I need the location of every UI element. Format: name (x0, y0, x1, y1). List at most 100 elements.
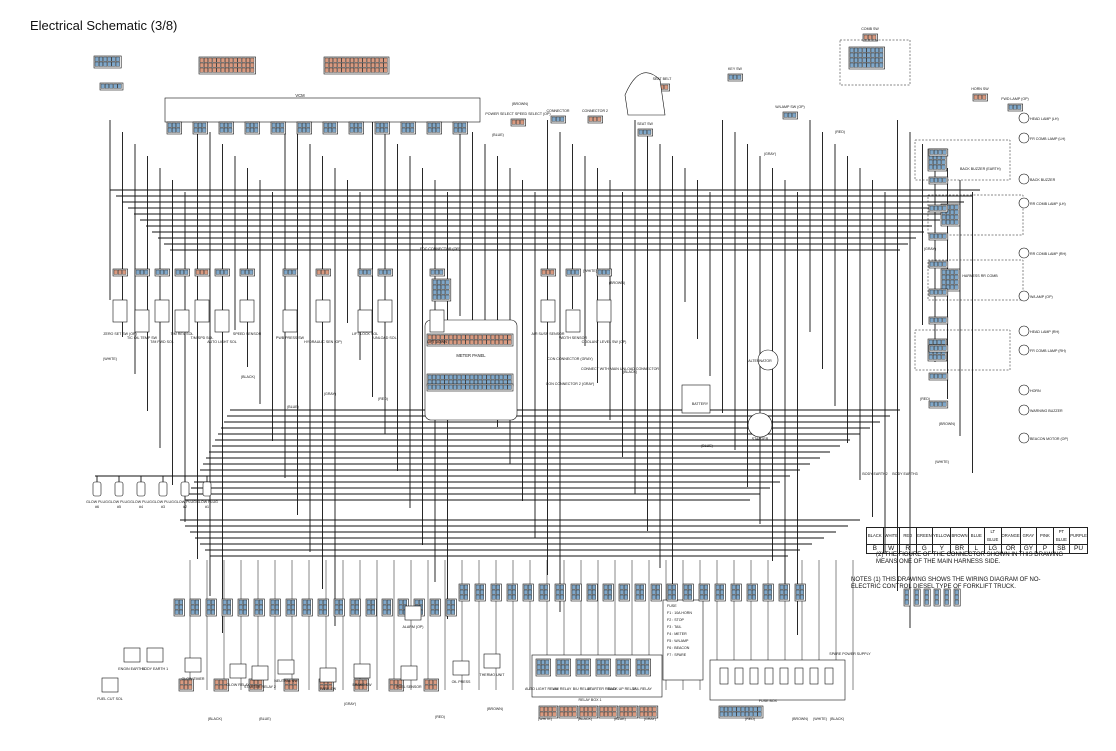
connector-pin (465, 334, 470, 340)
connector-pin (950, 204, 955, 210)
connector-pin (544, 584, 549, 590)
connector-pin (238, 599, 243, 605)
right-device-label: HEAD LAMP (LH) (1030, 117, 1059, 121)
connector-pin (592, 711, 597, 717)
connector-pin (507, 374, 512, 380)
connector-pin (480, 589, 485, 595)
connector-pin (605, 669, 610, 675)
connector-pin (599, 711, 604, 717)
connector-pin (432, 279, 437, 285)
connector-pin (318, 609, 323, 615)
connector-pin (436, 122, 441, 128)
connector-pin (601, 659, 606, 665)
connector-pin (432, 294, 437, 300)
connector-pin (254, 127, 259, 133)
connector-pin (745, 711, 750, 717)
fuse (764, 667, 774, 685)
connector-pin (430, 604, 435, 610)
connector-pin (107, 61, 112, 67)
color-code-cell: BR (950, 544, 969, 554)
connector-pin (289, 684, 294, 690)
connector-pin (499, 334, 504, 340)
connector-pin (379, 67, 384, 73)
connector-pin (276, 122, 281, 128)
connector-pin (242, 604, 247, 610)
connector-pin (111, 56, 116, 62)
connector-pin (104, 83, 109, 89)
connector-pin (728, 711, 733, 717)
connector-pin (941, 214, 946, 220)
connector-pin (339, 604, 344, 610)
connector-pin (424, 679, 429, 685)
connector-pin (934, 149, 939, 155)
connector-pin (539, 711, 544, 717)
connector-pin (635, 584, 640, 590)
note-2: (2) THE FIGURE OF THE CONNECTOR SHOWN IN… (876, 552, 1064, 566)
connector-pin (608, 706, 613, 712)
connector-pin (178, 599, 183, 605)
connector-pin (699, 584, 704, 590)
right-device-label: WARNING BUZZER (1030, 409, 1063, 413)
note-1: NOTES (1) THIS DRAWING SHOWS THE WIRING … (851, 577, 1041, 591)
sensor-body (174, 309, 190, 333)
connector-pin (747, 589, 752, 595)
connector-pin (495, 384, 500, 390)
connector-pin (946, 279, 951, 285)
connector-pin (155, 269, 160, 275)
connector-pin (354, 122, 359, 128)
connector-pin (555, 584, 560, 590)
lower-device-label: GLOW TIMER (181, 677, 204, 681)
connector-pin (284, 679, 289, 685)
connector-pin (179, 269, 184, 275)
connector-pin (560, 116, 565, 122)
connector-pin (503, 334, 508, 340)
connector-pin (240, 269, 245, 275)
connector-pin (291, 604, 296, 610)
connector-pin (210, 599, 215, 605)
connector-pin (350, 62, 355, 68)
connector-pin (914, 594, 919, 600)
lower-device-label: STARTER RELAY 2 (244, 685, 276, 689)
connector-pin (286, 609, 291, 615)
connector-pin (427, 384, 432, 390)
connector-pin (779, 584, 784, 590)
connector-pin (870, 62, 875, 68)
connector-pin (478, 374, 483, 380)
connector-pin (259, 609, 264, 615)
connector-pin (656, 589, 661, 595)
connector-pin (496, 589, 501, 595)
connector-pin (647, 129, 652, 135)
connector-pin (371, 604, 376, 610)
connector-pin (904, 589, 909, 595)
connector-pin (592, 594, 597, 600)
connector-pin (572, 706, 577, 712)
connector-pin (401, 122, 406, 128)
connector-pin (704, 584, 709, 590)
connector-pin (715, 589, 720, 595)
connector-pin (448, 334, 453, 340)
connector-pin (944, 589, 949, 595)
fuse-legend-line: FUSE (667, 604, 677, 608)
connector-pin (929, 289, 934, 295)
connector-pin (571, 584, 576, 590)
harness-block (914, 329, 1011, 371)
connector-pin (507, 334, 512, 340)
connector-pin (571, 589, 576, 595)
connector-pin (332, 122, 337, 128)
connector-pin (398, 679, 403, 685)
connector-pin (354, 684, 359, 690)
connector-pin (199, 57, 204, 63)
connector-pin (453, 384, 458, 390)
connector-pin (401, 127, 406, 133)
connector-pin (427, 334, 432, 340)
color-code-cell: Y (931, 544, 952, 554)
connector-pin (581, 659, 586, 665)
connector-pin (222, 604, 227, 610)
lower-device-body (229, 663, 247, 679)
sensor-label: AIR SUSP SENSOR (532, 332, 565, 336)
relay-label: BACK UP RELAY (608, 687, 637, 691)
connector-pin (523, 594, 528, 600)
connector-pin (410, 127, 415, 133)
relay-label: W/L RELAY (553, 687, 572, 691)
connector-pin (291, 599, 296, 605)
